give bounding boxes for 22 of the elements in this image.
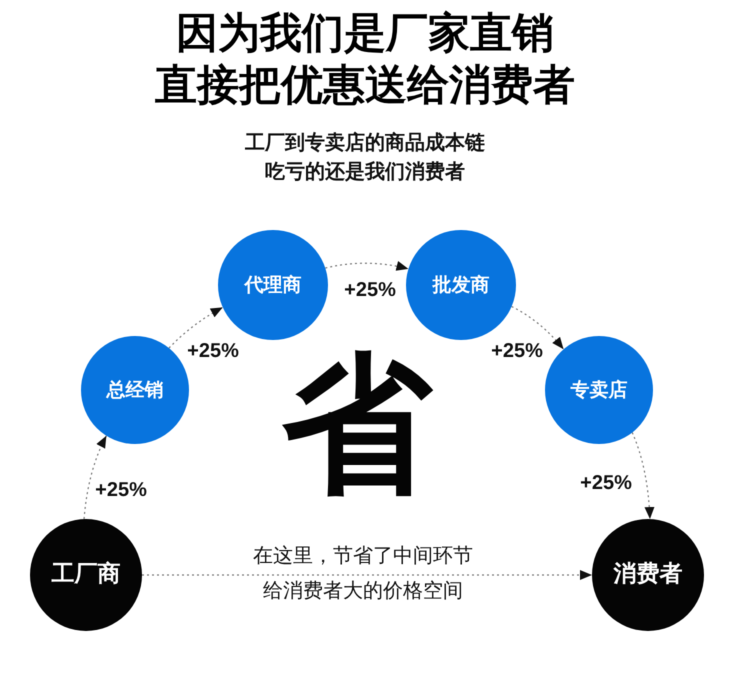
edge-label: +25% xyxy=(580,472,632,494)
title: 因为我们是厂家直销直接把优惠送给消费者 xyxy=(154,7,576,111)
arrow xyxy=(83,436,107,520)
note-text: 给消费者大的价格空间 xyxy=(263,577,463,603)
edge-label: +25% xyxy=(491,340,543,362)
edge-label: +25% xyxy=(187,340,239,362)
arrow xyxy=(511,306,564,350)
arrow xyxy=(632,432,654,520)
node-label: 代理商 xyxy=(244,274,302,296)
arrow xyxy=(168,306,224,348)
edge-label: +25% xyxy=(344,279,396,301)
arrow xyxy=(325,261,409,271)
arrow xyxy=(142,570,592,580)
node-label: 总经销 xyxy=(106,378,164,402)
node-label: 消费者 xyxy=(614,561,682,589)
edge-label: +25% xyxy=(95,479,147,501)
node-label: 工厂商 xyxy=(52,561,120,589)
node-label: 专卖店 xyxy=(570,378,628,402)
note-text: 在这里，节省了中间环节 xyxy=(253,542,473,568)
node-label: 批发商 xyxy=(432,274,490,296)
subtitle: 工厂到专卖店的商品成本链吃亏的还是我们消费者 xyxy=(244,129,486,185)
big-character: 省 xyxy=(282,350,432,500)
